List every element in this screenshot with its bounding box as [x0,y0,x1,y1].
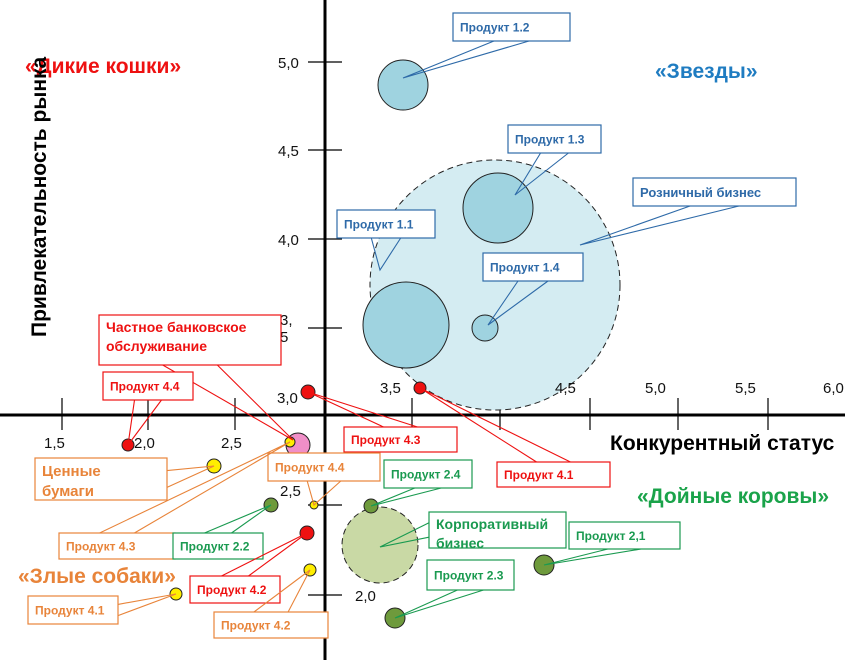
callout-g21-label: Продукт 2,1 [576,529,646,543]
y-tick-label: 3, [280,312,293,329]
callout-p12-pointer [402,40,530,79]
callout-g21-pointer [543,548,642,566]
y-tick-label: 4,5 [278,143,299,160]
product-1-3-bubble [462,172,534,244]
callout-r44-box [102,371,194,401]
callout-g24-box [383,459,473,489]
y-tick-label: 4,0 [278,232,299,249]
callout-securities-box [34,457,168,501]
product-1-1-bubble [362,281,450,369]
callout-r42-label: Продукт 4.2 [197,583,267,597]
callout-r43-pointer [307,391,418,428]
callout-retail-box [632,177,797,207]
x-tick-label: 4,5 [555,380,576,397]
x-axis-title: Конкурентный статус [610,432,835,455]
callout-p12-label: Продукт 1.2 [460,21,530,35]
callout-o43-box [58,532,176,560]
callout-securities-label: Ценные [42,463,101,480]
callout-p14-box [482,252,584,282]
callout-p14-label: Продукт 1.4 [490,261,560,275]
x-tick-label: 3,0 [277,390,298,407]
callout-p13-box [507,124,602,154]
callout-g22-pointer [204,504,272,534]
callout-r42-box [189,575,281,604]
callout-p12-box [452,12,571,42]
callout-o43-pointer [99,441,291,534]
callout-o43-label: Продукт 4.3 [66,540,136,554]
quadrant-cows-label: «Дойные коровы» [637,485,830,508]
y-axis-title: Привлекательность рынка [28,56,51,337]
callout-corp-pointer [379,522,430,548]
callout-o41-pointer [117,593,177,617]
callout-securities-label: бумаги [42,483,94,500]
callout-r44-label: Продукт 4.4 [110,380,180,394]
y-tick-label: 5,0 [278,55,299,72]
callout-retail-pointer [579,205,740,246]
quadrant-dogs-label: «Злые собаки» [18,565,176,588]
callout-r42-pointer [221,532,308,577]
callout-o41-box [27,595,119,625]
x-tick-label: 5,0 [645,380,666,397]
callout-private-pointer [162,364,294,441]
x-tick-label: 5,5 [735,380,756,397]
callout-r41-label: Продукт 4.1 [504,468,574,482]
product-1-2-bubble [377,59,429,111]
callout-p11-label: Продукт 1.1 [344,218,414,232]
callout-p11-box [336,209,436,239]
x-tick-label: 6,0 [823,380,844,397]
callout-p13-pointer [514,152,569,196]
callout-private-label: обслуживание [106,338,207,354]
callout-private-label: Частное банковское [106,319,247,335]
callout-o41-label: Продукт 4.1 [35,604,105,618]
callout-private-box [98,314,282,366]
callout-g23-pointer [394,589,484,619]
callout-securities-pointer [166,465,215,488]
y-tick-label: 5 [280,329,288,346]
callout-o42-box [213,611,329,639]
x-tick-label: 2,5 [221,435,242,452]
callout-o44-pointer [306,480,342,506]
callout-corp-label: Корпоративный [436,516,548,532]
y-tick-label: 2,0 [355,588,376,605]
callout-corp-box [428,511,567,549]
x-tick-label: 3,5 [380,380,401,397]
callout-g24-pointer [370,487,442,507]
callout-r41-box [496,461,611,488]
callout-g24-label: Продукт 2.4 [391,468,461,482]
callout-r43-label: Продукт 4.3 [351,433,421,447]
x-tick-label: 2,0 [134,435,155,452]
callout-r43-box [343,426,458,453]
quadrant-wildcats-label: «Дикие кошки» [25,55,182,78]
product-1-4-bubble [471,314,499,342]
y-tick-label: 2,5 [280,483,301,500]
quadrant-stars-label: «Звезды» [655,60,758,83]
callout-g21-box [568,521,681,550]
callout-o44-label: Продукт 4.4 [275,461,345,475]
corporate-bubble [341,506,419,584]
callout-o44-box [267,452,381,482]
callout-p14-pointer [487,280,549,326]
callout-g23-label: Продукт 2.3 [434,569,504,583]
callout-r44-pointer [127,399,162,446]
callout-g22-box [172,532,264,560]
x-tick-label: 1,5 [44,435,65,452]
callout-g22-label: Продукт 2.2 [180,540,250,554]
callout-p11-pointer [370,237,402,272]
callout-g23-box [426,559,515,591]
callout-p13-label: Продукт 1.3 [515,133,585,147]
callout-o42-pointer [253,569,311,613]
callout-r41-pointer [419,387,571,463]
callout-o42-label: Продукт 4.2 [221,619,291,633]
callout-corp-label: бизнес [436,535,484,551]
callout-retail-label: Розничный бизнес [640,185,761,200]
